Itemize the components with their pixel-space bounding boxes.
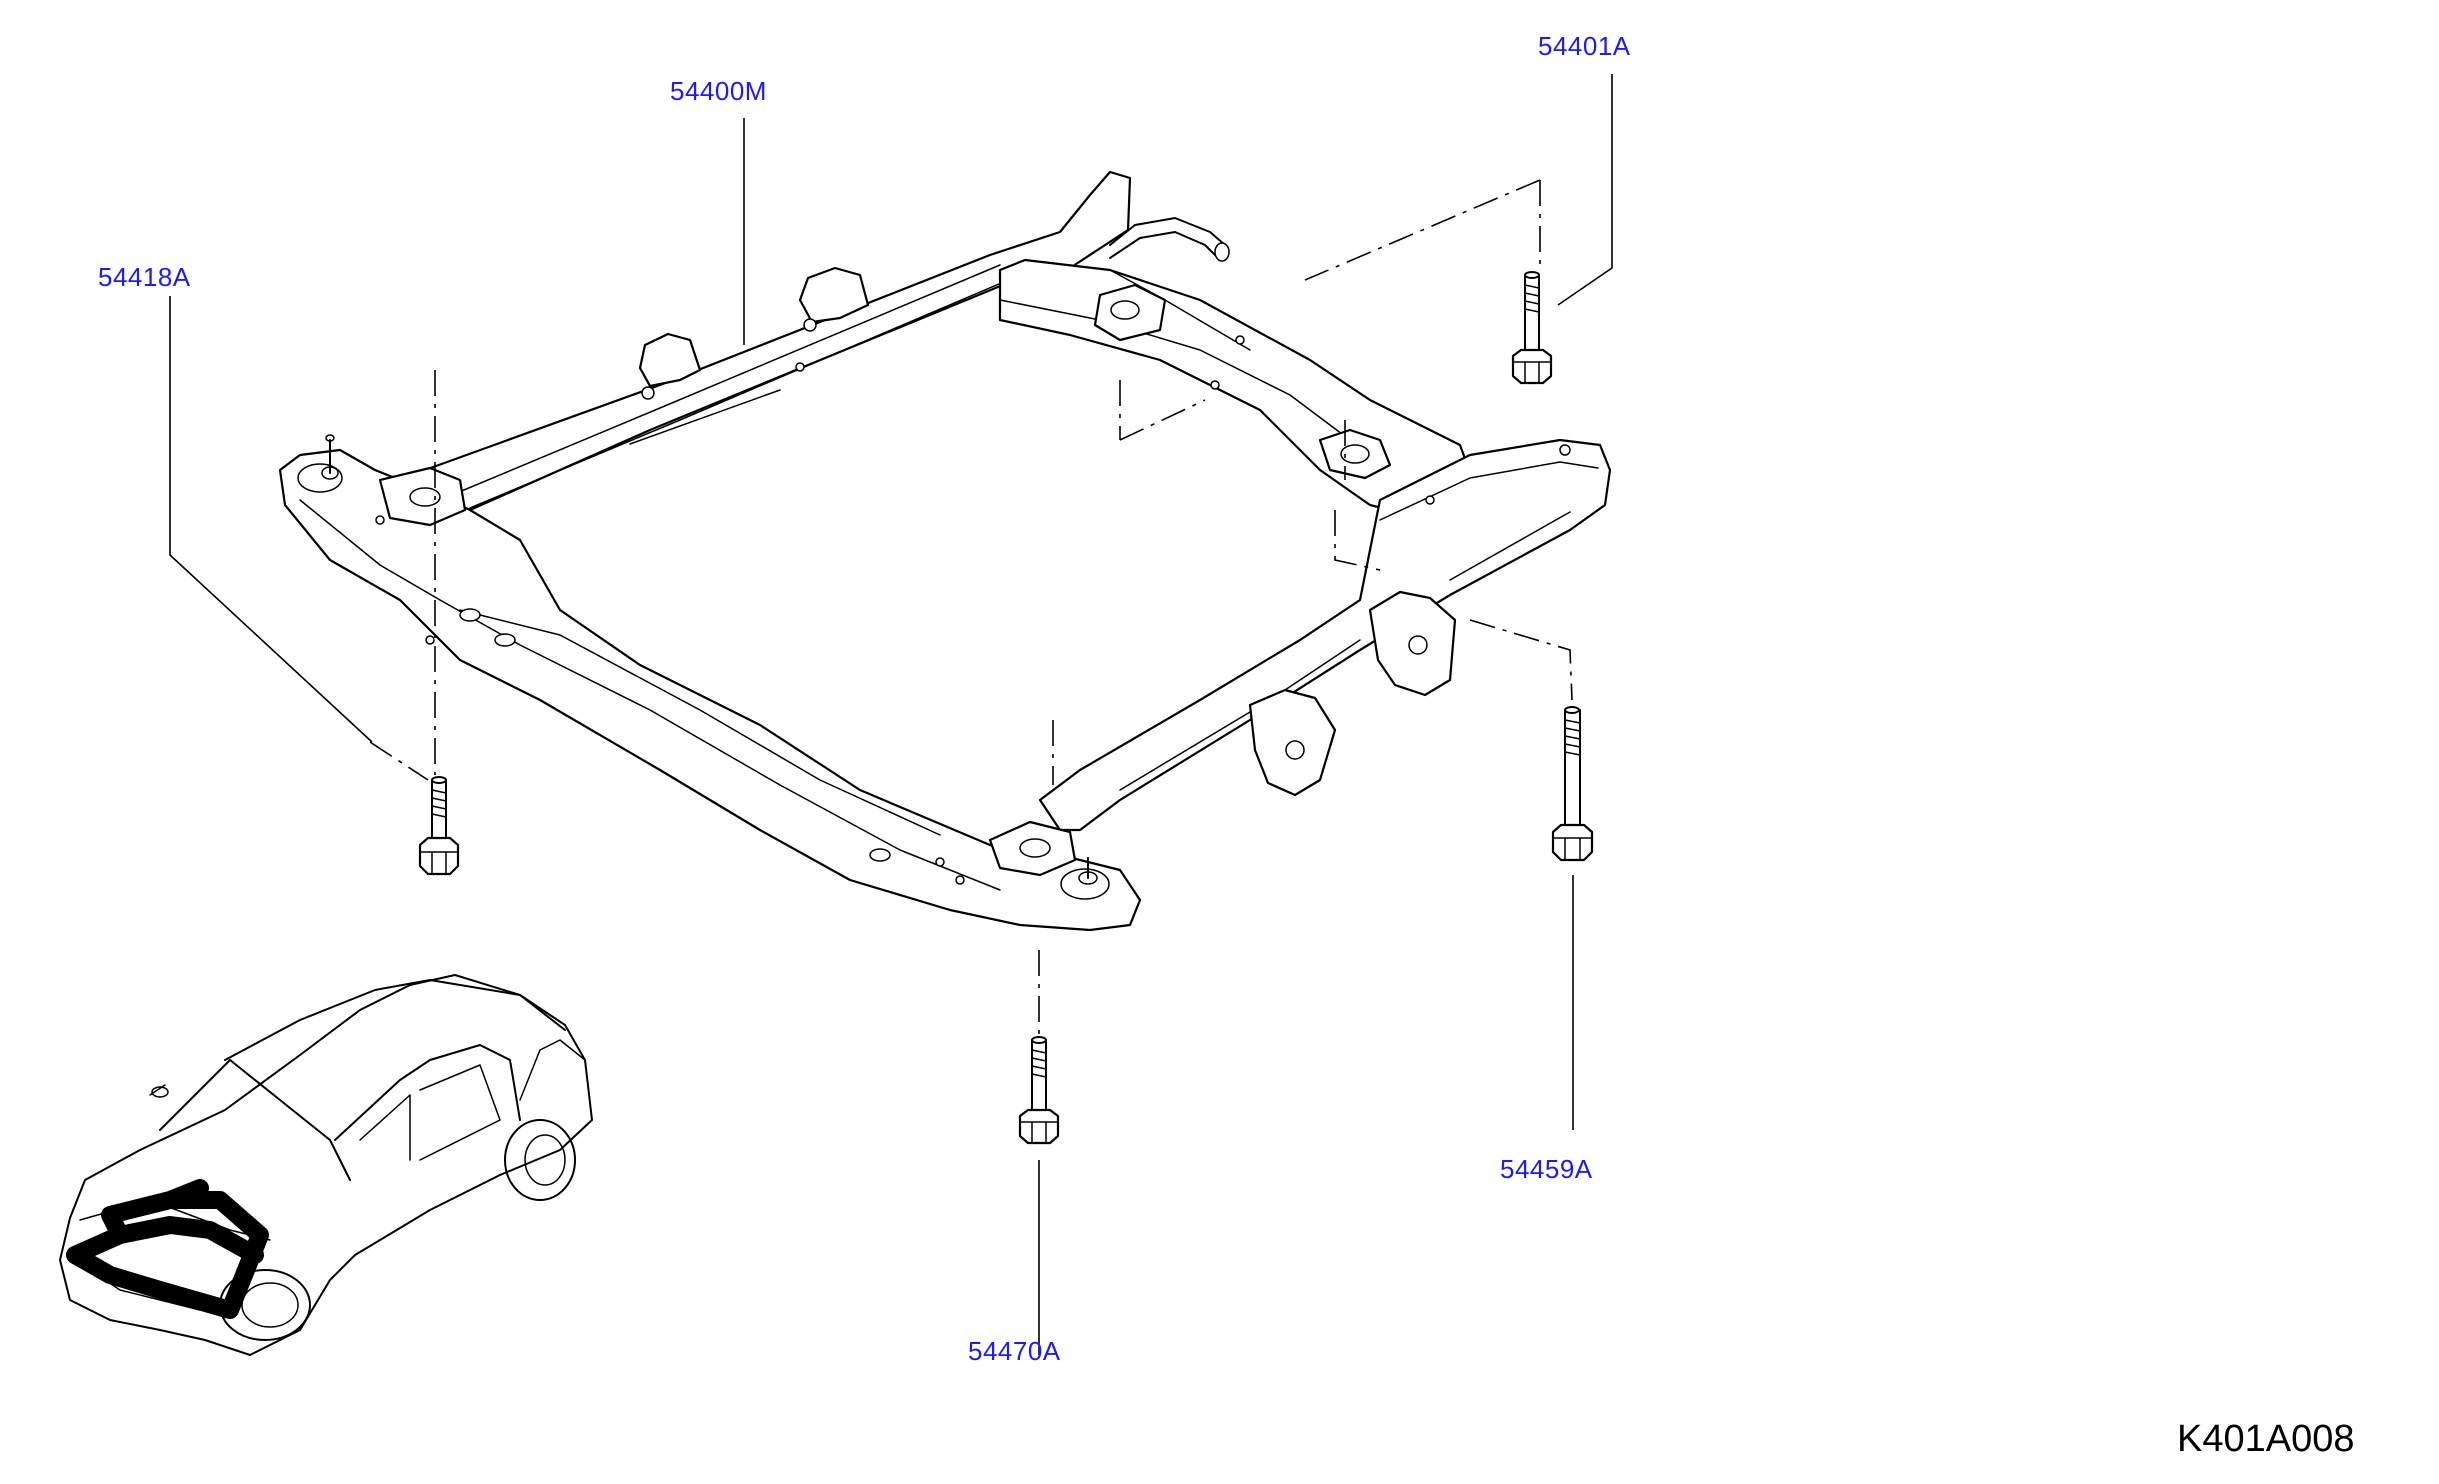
bolt-54418A (418, 776, 460, 876)
bolt-54459A (1551, 706, 1594, 862)
bolt-54401A (1511, 271, 1553, 385)
part-label-54459A[interactable]: 54459A (1500, 1154, 1593, 1184)
part-label-54418A[interactable]: 54418A (98, 262, 191, 292)
bolt-54470A (1018, 1036, 1060, 1145)
leader-lines (169, 74, 1613, 1355)
part-label-54401A[interactable]: 54401A (1538, 31, 1631, 61)
assembly-center-lines (369, 179, 1573, 1035)
part-label-54400M[interactable]: 54400M (670, 76, 767, 106)
vehicle-locator-illustration (59, 974, 593, 1356)
part-label-54470A[interactable]: 54470A (968, 1336, 1061, 1366)
diagram-id: K401A008 (2177, 1418, 2355, 1460)
front-suspension-member (278, 170, 1612, 932)
